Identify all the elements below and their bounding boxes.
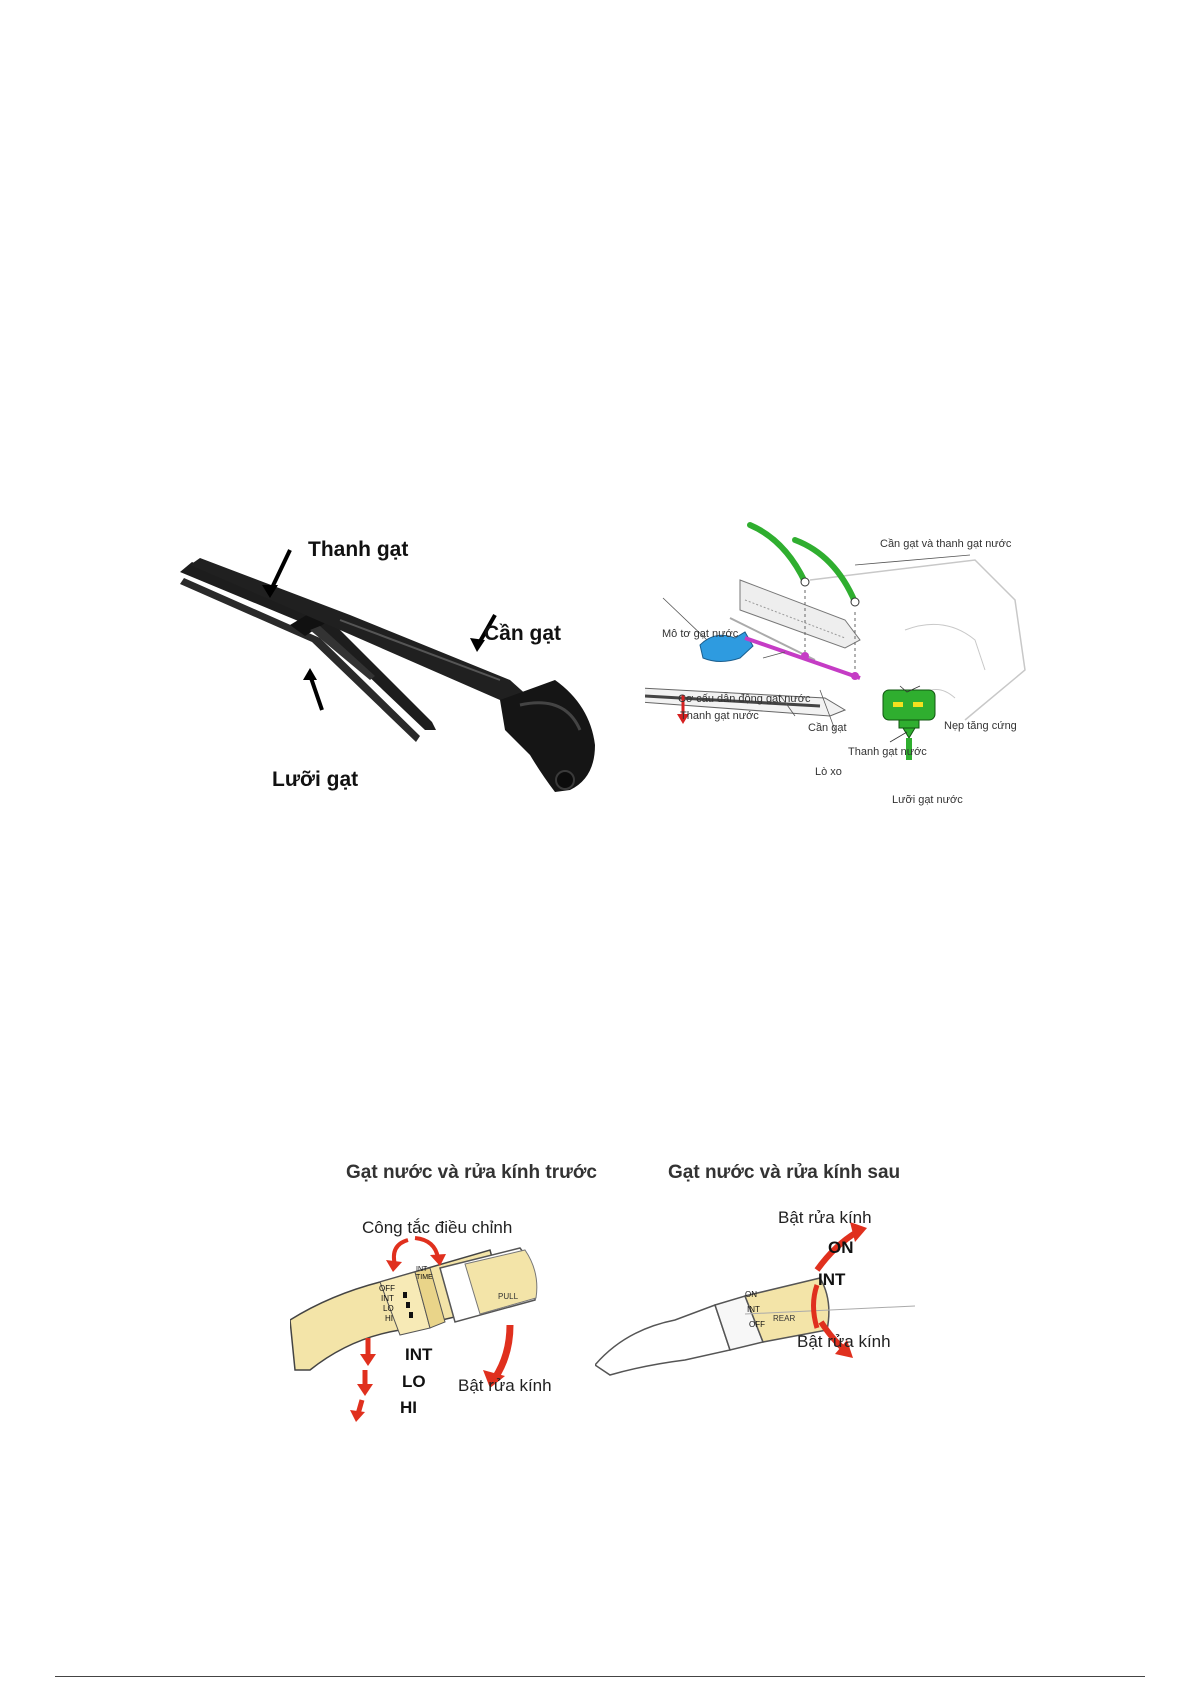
rear-ring-mark-int: INT [747, 1305, 760, 1314]
label-luoi-gat: Lưỡi gạt [272, 768, 359, 791]
front-pos-int: INT [405, 1345, 433, 1364]
front-adjust-label: Công tắc điều chỉnh [362, 1218, 513, 1237]
wiper-assembly-illustration [639, 522, 1026, 760]
front-ring-mark-int: INT [381, 1294, 394, 1303]
front-ring-mark-off: OFF [379, 1284, 395, 1293]
front-pos-hi: HI [400, 1398, 417, 1417]
label-can-gat-small: Cần gạt [808, 722, 847, 734]
label-luoi-gat-nuoc: Lưỡi gạt nước [892, 794, 963, 806]
label-can-gat: Cần gạt [484, 622, 562, 645]
label-co-cau-dan-dong: Cơ cấu dẫn động gạt nước [678, 693, 811, 705]
rear-knob-text: REAR [773, 1314, 796, 1323]
label-mo-to-gat-nuoc: Mô tơ gạt nước [662, 628, 739, 640]
wiper-arm-blade-illustration [180, 549, 595, 792]
rear-washer-top-label: Bật rửa kính [778, 1208, 872, 1227]
rear-switch-figure [593, 1210, 916, 1380]
rear-switch-title: Gạt nước và rửa kính sau [668, 1162, 901, 1183]
rear-on-label: ON [828, 1238, 854, 1257]
front-ring-mark-lo: LO [383, 1304, 394, 1313]
front-pos-lo: LO [402, 1372, 426, 1391]
front-switch-title: Gạt nước và rửa kính trước [346, 1162, 597, 1183]
label-thanh-gat-nuoc-right: Thanh gạt nước [848, 746, 927, 758]
label-thanh-gat: Thanh gạt [308, 538, 409, 561]
label-thanh-gat-nuoc-left: Thanh gạt nước [680, 710, 759, 722]
rear-wiper-switch-illustration [593, 1222, 916, 1376]
front-knob-pull: PULL [498, 1292, 519, 1301]
front-ring-mark-hi: HI [385, 1314, 393, 1323]
label-can-gat-va-thanh-gat-nuoc: Cần gạt và thanh gạt nước [880, 538, 1012, 550]
rear-int-label: INT [818, 1270, 846, 1289]
label-lo-xo: Lò xo [815, 766, 842, 778]
front-wiper-switch-illustration [289, 1236, 538, 1422]
wiper-figure [170, 530, 640, 830]
front-int-time: INT TIME [416, 1266, 433, 1281]
front-switch-figure [289, 1210, 630, 1430]
label-nep-tang-cung: Nẹp tăng cứng [944, 720, 1017, 732]
rear-ring-mark-on: ON [745, 1290, 757, 1299]
rear-ring-mark-off: OFF [749, 1320, 765, 1329]
footer-rule [55, 1676, 1145, 1677]
rear-washer-bottom-label: Bật rửa kính [797, 1332, 891, 1351]
assembly-figure [639, 520, 1045, 820]
front-washer-label: Bật rửa kính [458, 1376, 552, 1395]
